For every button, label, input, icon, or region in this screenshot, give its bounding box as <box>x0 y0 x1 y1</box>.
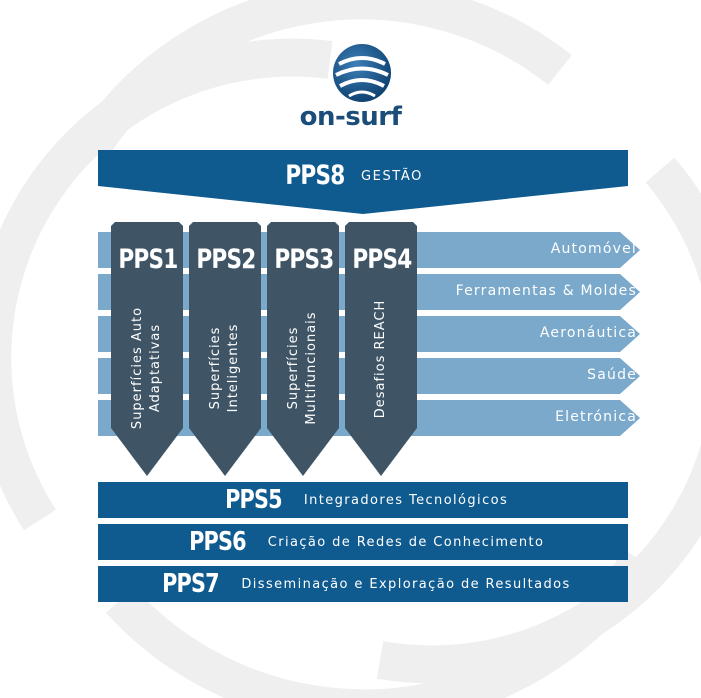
pps8-banner <box>98 150 628 214</box>
pps8-label: PPS8 GESTÃO <box>0 160 701 191</box>
pps8-code: PPS8 <box>285 160 345 191</box>
column-pps3: PPS3 Superfícies Multifuncionais <box>267 222 339 478</box>
column-code: PPS1 <box>118 244 178 275</box>
bar-pps7: PPS7 Disseminação e Exploração de Result… <box>98 566 628 602</box>
column-pps2: PPS2 Superfícies Inteligentes <box>189 222 261 478</box>
sector-ferramentas-moldes: Ferramentas & Moldes <box>455 283 637 299</box>
column-subtitle: Superfícies Auto Adaptativas <box>130 306 163 430</box>
bar-label: Integradores Tecnológicos <box>303 493 509 508</box>
pps8-name: GESTÃO <box>360 169 423 184</box>
bar-label: Criação de Redes de Conhecimento <box>267 535 545 550</box>
column-pps4: PPS4 Desafios REACH <box>345 222 417 478</box>
column-subtitle: Superfícies Inteligentes <box>208 323 241 413</box>
bar-label: Disseminação e Exploração de Resultados <box>241 577 571 592</box>
column-subtitle: Superfícies Multifuncionais <box>286 311 319 425</box>
column-code: PPS2 <box>196 244 256 275</box>
logo-text: on-surf <box>299 102 402 132</box>
sector-automovel: Automóvel <box>550 241 637 257</box>
column-subtitle: Desafios REACH <box>373 299 388 419</box>
logo: on-surf <box>0 38 701 138</box>
bar-pps5: PPS5 Integradores Tecnológicos <box>98 482 628 518</box>
bar-code: PPS5 <box>224 485 283 515</box>
sector-aeronautica: Aeronáutica <box>539 325 637 341</box>
bar-code: PPS7 <box>162 569 220 599</box>
column-code: PPS4 <box>352 244 412 275</box>
bar-pps6: PPS6 Criação de Redes de Conhecimento <box>98 524 628 560</box>
column-code: PPS3 <box>274 244 334 275</box>
globe-icon <box>333 44 391 102</box>
sector-eletronica: Eletrónica <box>555 409 637 425</box>
bar-code: PPS6 <box>188 527 247 557</box>
sector-saude: Saúde <box>587 367 637 383</box>
column-pps1: PPS1 Superfícies Auto Adaptativas <box>111 222 183 478</box>
